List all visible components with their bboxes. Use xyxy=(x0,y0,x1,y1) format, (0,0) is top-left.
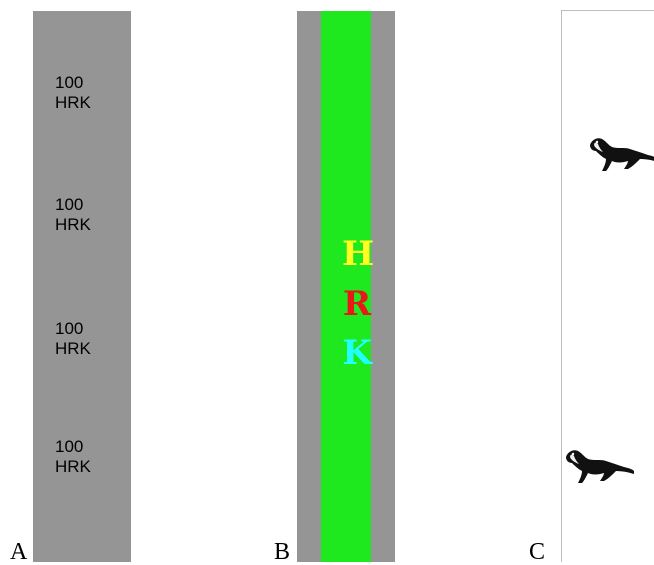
denomination-value: 100 xyxy=(55,73,84,92)
marten-icon xyxy=(566,450,634,483)
denomination-1: 100 HRK xyxy=(55,73,91,113)
letter-h: H xyxy=(342,234,375,274)
denomination-value: 100 xyxy=(55,195,84,214)
denomination-2: 100 HRK xyxy=(55,195,91,235)
denomination-4: 100 HRK xyxy=(55,437,91,477)
denomination-currency: HRK xyxy=(55,339,91,358)
security-strip-b: H R K xyxy=(297,11,395,562)
denomination-currency: HRK xyxy=(55,93,91,112)
denomination-3: 100 HRK xyxy=(55,319,91,359)
denomination-currency: HRK xyxy=(55,457,91,476)
security-strip-a: 100 HRK 100 HRK 100 HRK 100 HRK xyxy=(33,11,131,562)
panel-label-b: B xyxy=(274,539,291,565)
denomination-value: 100 xyxy=(55,319,84,338)
letter-k: K xyxy=(342,333,372,373)
letter-r: R xyxy=(342,284,372,324)
denomination-value: 100 xyxy=(55,437,84,456)
marten-icon xyxy=(590,138,654,171)
panel-label-a: A xyxy=(10,539,28,565)
panel-label-c: C xyxy=(529,539,546,565)
green-band: H R K xyxy=(321,11,375,562)
denomination-currency: HRK xyxy=(55,215,91,234)
uv-frame-c xyxy=(561,10,654,562)
